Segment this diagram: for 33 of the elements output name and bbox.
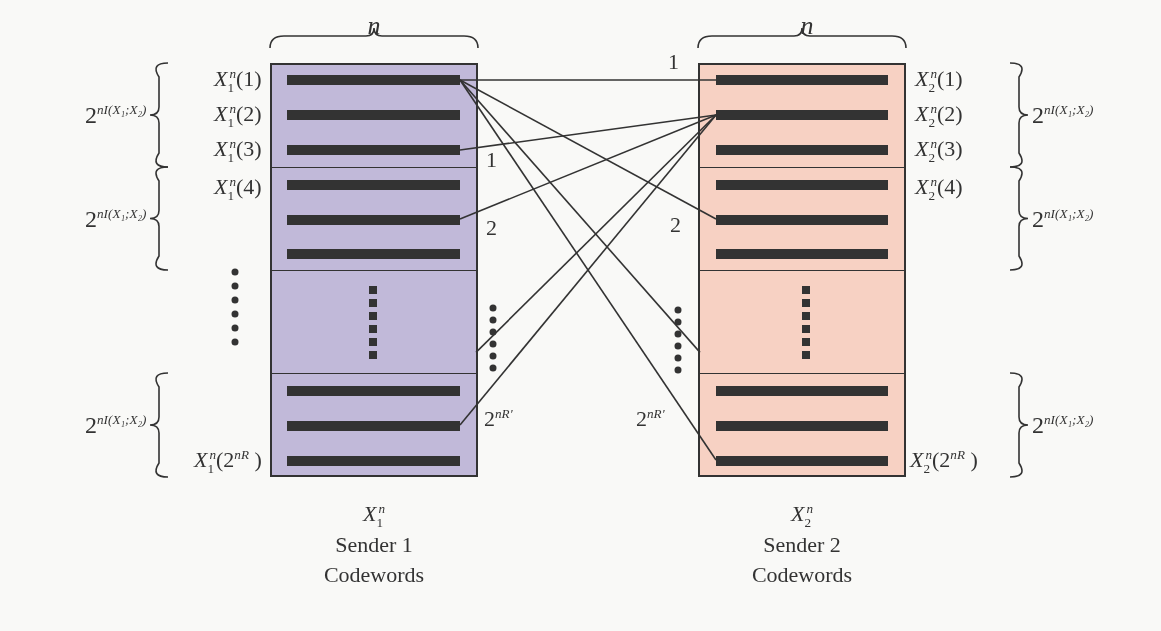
exponent-label: 2$^{nI(X₁;X₂)}$ [1032,413,1094,437]
codeword-bar [716,421,888,431]
codeword-label: X$_{2}$$^{n}$(2) [915,101,963,129]
codeword-bar [287,386,460,396]
connector-line [459,114,717,220]
box-title: Sender 1 Codewords [322,531,426,589]
connector-line [459,79,717,461]
codeword-label: X$_{2}$$^{n}$(4) [915,174,963,202]
codeword-label: X$_{1}$$^{n}$(4) [214,174,262,202]
exponent-label: 2$^{nI(X₁;X₂)}$ [1032,206,1094,231]
codeword-label: X$_{2}$$^{n}$(1) [915,66,963,94]
codeword-bar [716,249,888,259]
codeword-label: X$_{1}$$^{n}$(2) [214,101,262,129]
codeword-bar [716,386,888,396]
codeword-label: X$_{2}$$^{n}$(2$^{nR}$ ) [910,447,978,475]
dimension-label: n [367,13,381,39]
connector-line [459,114,717,426]
codeword-label: X$_{2}$$^{n}$(3) [915,136,963,164]
connector-line [459,114,717,151]
box-title: Sender 2 Codewords [750,531,854,589]
exponent-label: 2$^{nI(X₁;X₂)}$ [85,206,147,231]
connector-line [459,79,717,220]
codeword-label: X$_{1}$$^{n}$(1) [214,66,262,94]
connector-line [459,79,717,81]
exponent-label: 2$^{nI(X₁;X₂)}$ [85,413,147,437]
codeword-bar [287,249,460,259]
codeword-label: X$_{1}$$^{n}$(3) [214,136,262,164]
exponent-label: 2$^{nI(X₁;X₂)}$ [1032,103,1094,127]
exponent-label: 2$^{nI(X₁;X₂)}$ [85,103,147,127]
codeword-bar [716,215,888,225]
codeword-bar [287,215,460,225]
codeword-label: X$_{1}$$^{n}$(2$^{nR}$ ) [194,447,262,475]
codeword-bar [287,421,460,431]
